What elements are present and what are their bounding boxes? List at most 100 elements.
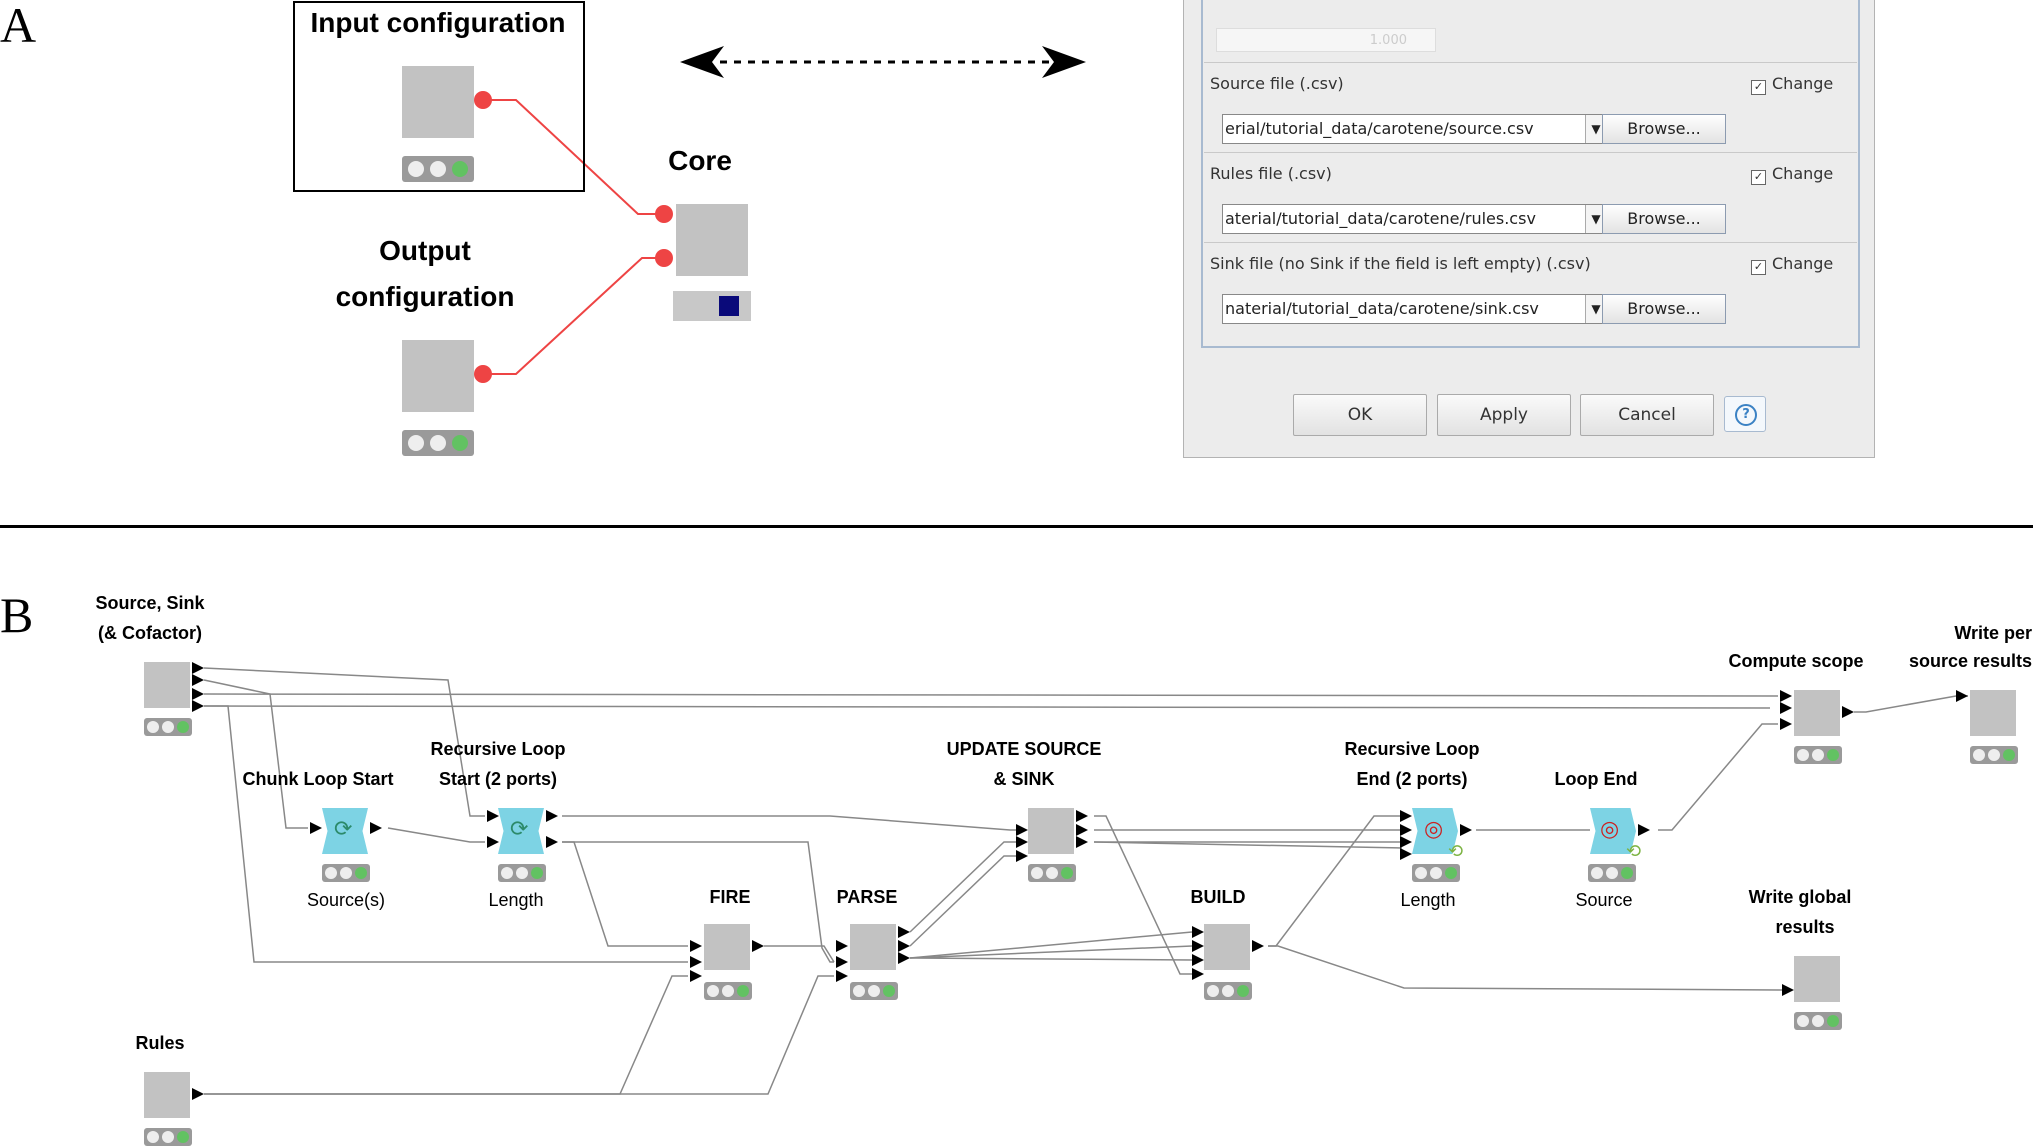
source-sink-outport-3	[192, 688, 204, 700]
source-sink-node[interactable]	[144, 662, 190, 708]
chunk-loop-label: Chunk Loop Start	[242, 769, 394, 789]
update-label-2: & SINK	[993, 769, 1055, 789]
source-browse-button[interactable]: Browse...	[1602, 114, 1726, 144]
help-button[interactable]: ?	[1724, 396, 1766, 432]
recursive-start-sublabel: Length	[488, 890, 544, 910]
recursive-end-status	[1412, 864, 1460, 882]
input-config-node[interactable]	[402, 66, 474, 138]
sink-browse-button[interactable]: Browse...	[1602, 294, 1726, 324]
source-sink-outport-1	[192, 662, 204, 674]
apply-button[interactable]: Apply	[1437, 394, 1571, 436]
build-inport-4	[1192, 968, 1204, 980]
chunk-loop-status	[322, 864, 370, 882]
sink-change-checkbox[interactable]: ✓Change	[1751, 254, 1833, 275]
build-label: BUILD	[1190, 887, 1246, 907]
parse-outport-3	[898, 952, 910, 964]
fire-inport-2	[690, 956, 702, 968]
fire-status	[704, 982, 752, 1000]
source-sink-outport-4	[192, 700, 204, 712]
write-global-label-1: Write global	[1748, 887, 1852, 907]
panel-a-letter: A	[0, 0, 37, 53]
recursive-end-label-2: End (2 ports)	[1356, 769, 1468, 789]
panel-divider	[0, 525, 2033, 528]
chunk-loop-outport	[370, 822, 382, 834]
update-outport-3	[1076, 836, 1088, 848]
loop-end-node-icon: ◎	[1600, 816, 1620, 841]
source-change-checkbox[interactable]: ✓Change	[1751, 74, 1833, 95]
hidden-spinner[interactable]: 1.000	[1216, 28, 1436, 52]
loop-end-recycle-icon: ⟲	[1626, 841, 1642, 861]
chunk-loop-inport	[310, 822, 322, 834]
recursive-end-inport-2	[1400, 824, 1412, 836]
output-config-label-1: Output	[379, 235, 471, 266]
rules-file-combo[interactable]: aterial/tutorial_data/carotene/rules.csv…	[1222, 204, 1607, 234]
source-sink-label-1: Source, Sink	[95, 593, 205, 613]
core-inport-1	[655, 205, 673, 223]
compute-scope-inport-3	[1780, 718, 1792, 730]
rules-change-checkbox[interactable]: ✓Change	[1751, 164, 1833, 185]
rules-outport	[192, 1088, 204, 1100]
build-inport-3	[1192, 954, 1204, 966]
recursive-end-node[interactable]	[1412, 808, 1458, 854]
parse-label: PARSE	[836, 887, 898, 907]
build-inport-1	[1192, 926, 1204, 938]
loop-end-status	[1588, 864, 1636, 882]
build-status	[1204, 982, 1252, 1000]
recursive-end-inport-1	[1400, 810, 1412, 822]
source-file-combo[interactable]: erial/tutorial_data/carotene/source.csv▼	[1222, 114, 1607, 144]
update-node[interactable]	[1028, 808, 1074, 854]
source-sink-status	[144, 718, 192, 736]
recursive-end-inport-4	[1400, 848, 1412, 860]
write-per-source-inport	[1956, 690, 1968, 702]
chunk-loop-node[interactable]	[322, 808, 368, 854]
build-node[interactable]	[1204, 924, 1250, 970]
update-status	[1028, 864, 1076, 882]
loop-end-node[interactable]	[1590, 808, 1636, 854]
recursive-end-label-1: Recursive Loop	[1344, 739, 1480, 759]
rules-file-title: Rules file (.csv)	[1210, 164, 1332, 183]
write-global-label-2: results	[1775, 917, 1835, 937]
core-inport-2	[655, 249, 673, 267]
dialog-inner-panel	[1201, 0, 1860, 348]
rules-file-section	[1204, 152, 1857, 241]
fire-inport-1	[690, 940, 702, 952]
update-label-1: UPDATE SOURCE	[946, 739, 1102, 759]
update-outport-1	[1076, 810, 1088, 822]
recursive-start-icon: ⟳	[510, 816, 529, 841]
write-per-source-node[interactable]	[1970, 690, 2016, 736]
parse-outport-2	[898, 940, 910, 952]
fire-label: FIRE	[709, 887, 751, 907]
recursive-end-outport	[1460, 824, 1472, 836]
core-status	[673, 291, 751, 321]
rules-node[interactable]	[144, 1072, 190, 1118]
write-per-source-status	[1970, 746, 2018, 764]
fire-inport-3	[690, 970, 702, 982]
write-global-node[interactable]	[1794, 956, 1840, 1002]
recycle-icon: ⟲	[1448, 841, 1464, 861]
write-per-source-label-2: source results	[1908, 651, 2032, 671]
rules-browse-button[interactable]: Browse...	[1602, 204, 1726, 234]
compute-scope-node[interactable]	[1794, 690, 1840, 736]
output-config-node[interactable]	[402, 340, 474, 412]
parse-inport-2	[836, 956, 848, 968]
cancel-button[interactable]: Cancel	[1580, 394, 1714, 436]
parse-node[interactable]	[850, 924, 896, 970]
recursive-start-inport-1	[487, 810, 499, 822]
ok-button[interactable]: OK	[1293, 394, 1427, 436]
loop-end-sublabel: Source	[1575, 890, 1633, 910]
fire-node[interactable]	[704, 924, 750, 970]
sink-file-combo[interactable]: naterial/tutorial_data/carotene/sink.csv…	[1222, 294, 1607, 324]
recursive-start-node[interactable]	[498, 808, 544, 854]
source-sink-label-2: (& Cofactor)	[98, 623, 202, 643]
loop-end-icon: ◎	[1424, 816, 1444, 841]
core-stop-icon	[719, 296, 739, 316]
build-outport	[1252, 940, 1264, 952]
compute-scope-outport	[1842, 706, 1854, 718]
source-sink-outport-2	[192, 674, 204, 686]
update-inport-2	[1016, 836, 1028, 848]
recursive-start-label-1: Recursive Loop	[430, 739, 566, 759]
core-node[interactable]	[676, 204, 748, 276]
fire-outport	[752, 940, 764, 952]
input-config-status	[402, 156, 474, 182]
